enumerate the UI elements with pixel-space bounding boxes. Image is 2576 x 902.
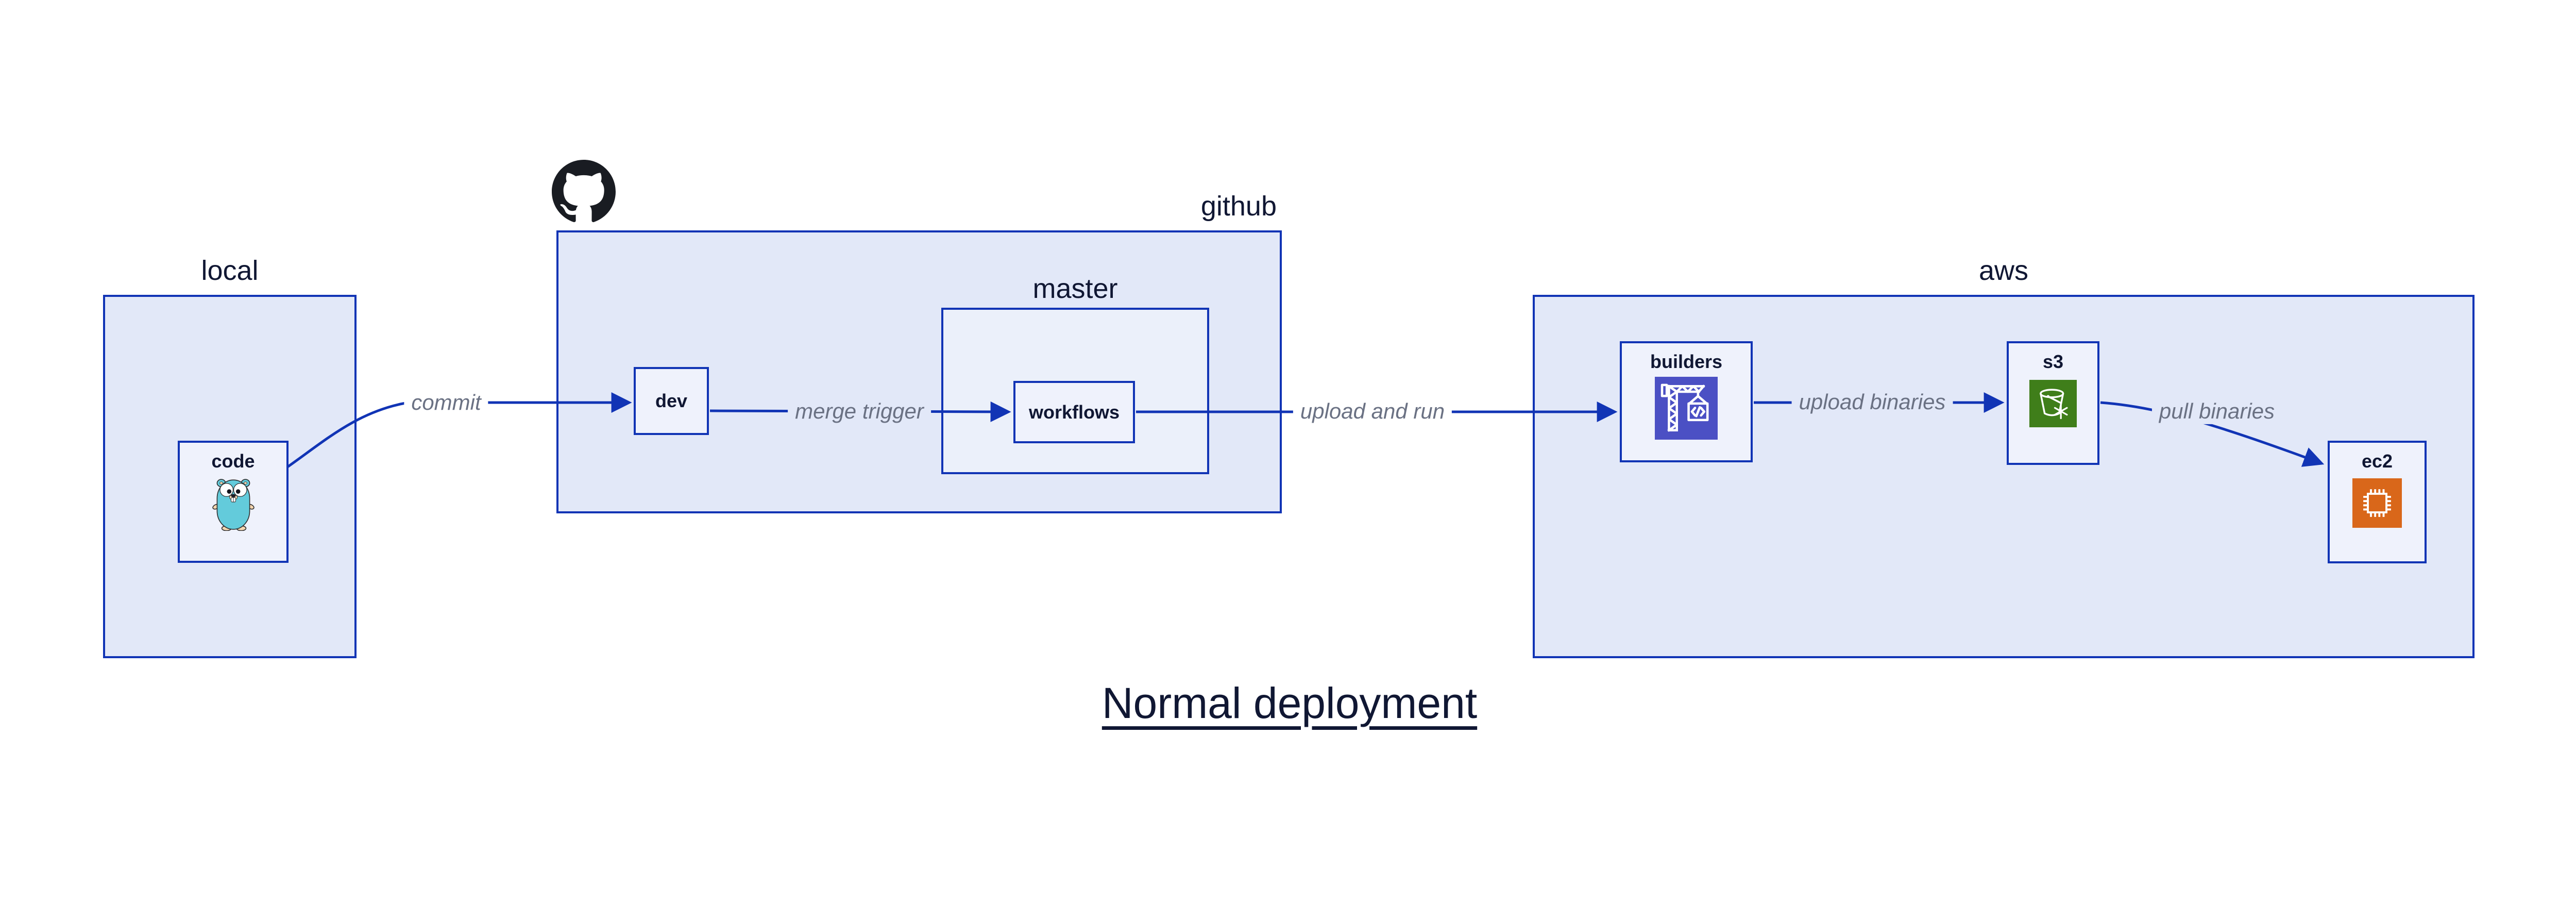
- edge-label-upload-binaries: upload binaries: [1791, 389, 1953, 415]
- node-builders-label: builders: [1650, 351, 1723, 372]
- page-title: Normal deployment: [1101, 679, 1478, 727]
- node-code-label: code: [211, 450, 255, 472]
- github-octocat-icon: [552, 160, 616, 224]
- edge-label-upload-and-run: upload and run: [1293, 398, 1452, 425]
- node-ec2-label: ec2: [2361, 450, 2393, 472]
- node-dev: dev: [634, 367, 709, 435]
- go-gopher-icon: [212, 476, 255, 531]
- container-label-github: github: [1200, 191, 1277, 222]
- node-s3: s3: [2007, 341, 2099, 465]
- ec2-chip-icon: [2352, 478, 2402, 528]
- edge-label-commit: commit: [404, 389, 488, 416]
- node-dev-label: dev: [655, 390, 688, 412]
- codebuild-crane-icon: [1655, 377, 1718, 440]
- node-workflows: workflows: [1013, 381, 1135, 443]
- node-s3-label: s3: [2042, 351, 2064, 372]
- s3-glacier-bucket-icon: [2029, 380, 2077, 428]
- container-label-local: local: [201, 255, 259, 286]
- container-label-master: master: [1032, 273, 1118, 304]
- node-code: code: [178, 441, 289, 563]
- edge-label-merge-trigger: merge trigger: [788, 398, 931, 425]
- node-ec2: ec2: [2328, 441, 2427, 563]
- node-builders: builders: [1620, 341, 1753, 462]
- container-label-aws: aws: [1978, 255, 2029, 286]
- node-workflows-label: workflows: [1028, 401, 1120, 423]
- edge-label-pull-binaries: pull binaries: [2151, 398, 2282, 425]
